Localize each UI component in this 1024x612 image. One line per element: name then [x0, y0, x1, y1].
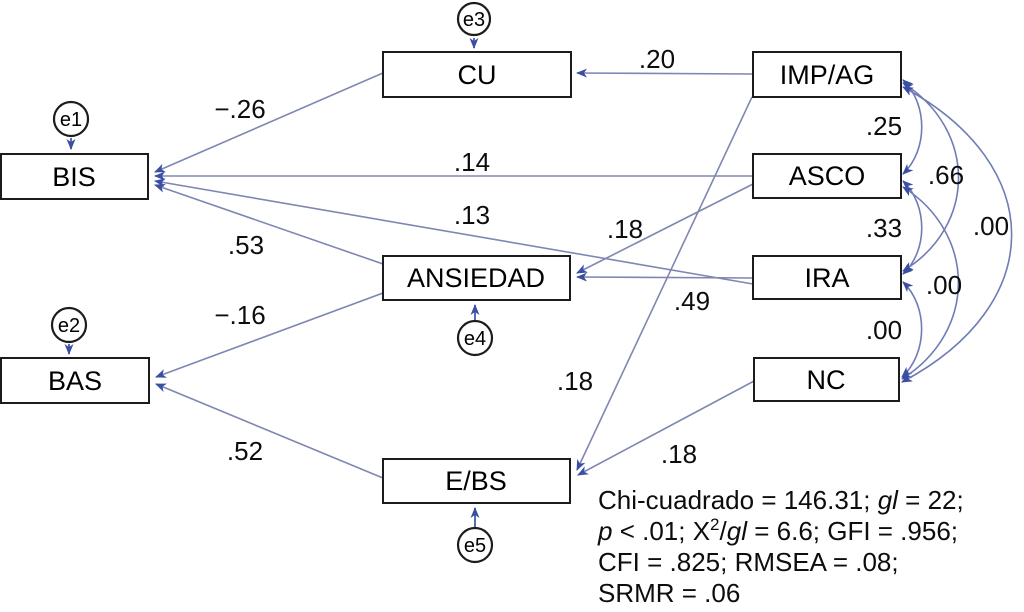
fit-p-value: < .01; X	[612, 516, 710, 546]
path-cu-to-bis	[154, 72, 384, 173]
fit-slash: /	[720, 516, 728, 546]
box-nc-label: NC	[807, 365, 846, 395]
error-e4-circle	[456, 319, 494, 357]
path-asco-to-ansiedad	[576, 183, 754, 274]
fit-chi: Chi-cuadrado = 146.31;	[598, 485, 878, 515]
coef-cu-bis: −.26	[214, 94, 265, 124]
variable-boxes: BIS BAS CU ANSIEDAD E/BS IMP/AG ASCO IRA…	[0, 51, 902, 504]
covariance-impag-nc	[901, 86, 1013, 383]
box-ansiedad-label: ANSIEDAD	[407, 263, 545, 293]
fit-line-1: Chi-cuadrado = 146.31; gl = 22;	[598, 485, 964, 515]
error-terms: e1 e2 e3 e4 e5	[50, 1, 494, 564]
fit-statistics: Chi-cuadrado = 146.31; gl = 22; p < .01;…	[597, 485, 964, 608]
coef-impag-cu: .20	[639, 44, 675, 74]
path-ansiedad-to-bas	[155, 292, 384, 378]
fit-line-4: SRMR = .06	[598, 578, 740, 608]
coef-ansiedad-bis: .53	[228, 230, 264, 260]
coef-nc-ebs: .18	[661, 439, 697, 469]
cov-impag-nc: .00	[973, 211, 1009, 241]
box-cu	[382, 51, 572, 98]
box-bas	[0, 357, 150, 404]
covariance-impag-ira	[902, 82, 960, 272]
cov-ira-nc: .00	[866, 315, 902, 345]
cov-impag-ira: .66	[928, 160, 964, 190]
coef-ira-bis: .13	[454, 200, 490, 230]
error-arrows	[64, 38, 480, 527]
coefficient-labels: .20 −.26 .14 .13 .53 .18 .49 −.16 .52 .1…	[214, 44, 710, 469]
path-impag-to-cu	[576, 68, 754, 78]
box-bis-label: BIS	[52, 162, 96, 192]
error-e5-circle	[456, 526, 494, 564]
fit-p-italic: p	[597, 516, 612, 546]
cov-asco-nc: .00	[926, 270, 962, 300]
error-e1-circle	[52, 100, 90, 138]
fit-gl-italic: gl	[878, 485, 899, 515]
coef-impag-ebs: .18	[557, 366, 593, 396]
coef-ira-ansiedad: .49	[674, 286, 710, 316]
cov-impag-asco: .25	[866, 111, 902, 141]
fit-x2-superscript: 2	[710, 515, 719, 534]
error-e3-circle	[456, 1, 492, 37]
box-cu-label: CU	[458, 60, 497, 90]
path-nc-to-ebs	[577, 380, 755, 476]
box-impag-label: IMP/AG	[780, 60, 875, 90]
fit-line-3: CFI = .825; RMSEA = .08;	[598, 547, 899, 577]
path-ira-to-ansiedad	[576, 272, 754, 282]
error-e4-label: e4	[464, 328, 486, 350]
box-bis	[0, 153, 149, 200]
box-bas-label: BAS	[48, 366, 102, 396]
box-ebs-label: E/BS	[445, 466, 507, 496]
coef-asco-bis: .14	[454, 147, 490, 177]
error-e3-label: e3	[463, 9, 485, 31]
regression-paths	[154, 68, 755, 479]
box-ira-label: IRA	[804, 263, 849, 293]
covariance-arcs	[901, 79, 1013, 383]
error-e5-label: e5	[464, 535, 486, 557]
fit-gl2-italic: gl	[727, 516, 748, 546]
path-impag-to-ebs	[576, 96, 753, 471]
box-ebs	[382, 458, 571, 504]
fit-gfi: = 6.6; GFI = .956;	[747, 516, 958, 546]
box-asco	[752, 153, 902, 199]
covariance-labels: .25 .33 .00 .66 .00 .00	[866, 111, 1009, 345]
fit-gl-value: = 22;	[898, 485, 964, 515]
coef-ansiedad-bas: −.16	[214, 300, 265, 330]
coef-ebs-bas: .52	[227, 436, 263, 466]
box-nc	[753, 357, 900, 402]
path-ira-to-bis	[154, 178, 754, 285]
box-asco-label: ASCO	[789, 161, 866, 191]
error-e1-label: e1	[60, 109, 82, 131]
path-ansiedad-to-bis	[154, 184, 384, 265]
box-ira	[752, 255, 902, 300]
fit-line-2: p < .01; X2/gl = 6.6; GFI = .956;	[597, 515, 958, 546]
cov-asco-ira: .33	[866, 213, 902, 243]
box-impag	[752, 51, 902, 98]
box-ansiedad	[382, 255, 571, 301]
error-e2-circle	[50, 306, 88, 344]
coef-asco-ansiedad: .18	[607, 214, 643, 244]
covariance-asco-nc	[901, 186, 960, 380]
error-e2-label: e2	[58, 315, 80, 337]
path-ebs-to-bas	[155, 383, 384, 479]
